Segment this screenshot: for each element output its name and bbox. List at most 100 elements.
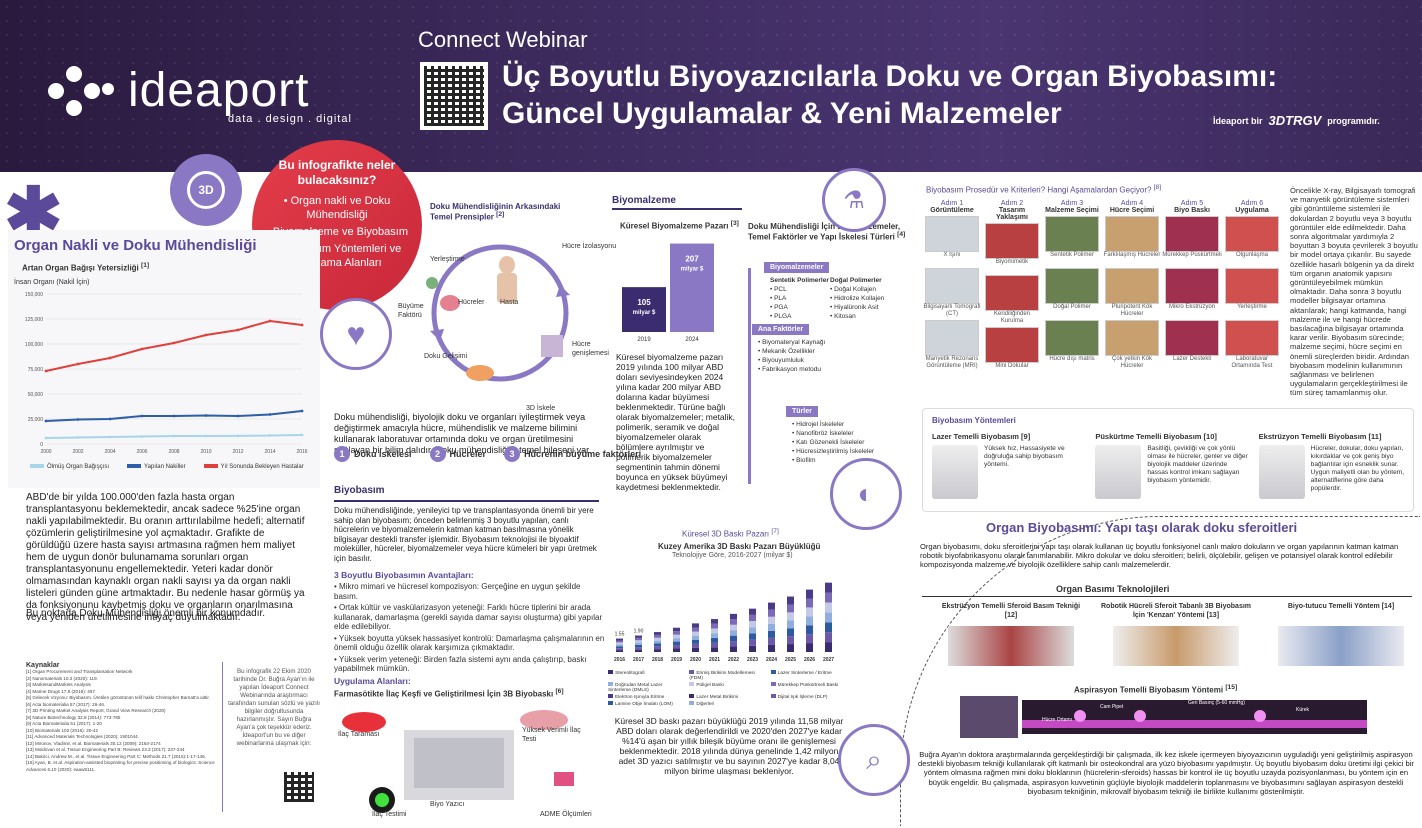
bar-segment [654,649,661,652]
x-tick-label: 2000 [40,449,51,455]
bar-segment [692,623,699,628]
bar-segment [825,582,832,593]
list-item: • Hidrojel İskeleler [792,421,845,428]
advantages-list: • Mikro mimari ve hücresel kompozisyon: … [334,582,606,676]
scaffold-title: Doku Mühendisliği İçin Biyomalzemeler, T… [748,222,906,242]
bar-segment [806,616,813,626]
bar-segment [635,649,642,652]
tab-types: Türler [786,406,818,417]
legend-item: Yıl Sonunda Bekleyen Hastalar [203,464,304,470]
bar-segment [616,650,623,652]
data-point [204,333,208,337]
reference-item: [9] Acta Biomaterialia 51 (2017): 1-20 [26,721,102,726]
tissue-title: Doku Mühendisliğinin Arkasındaki Temel P… [430,202,561,222]
bar-segment [654,632,661,635]
webinar-qr-code[interactable] [282,770,316,804]
data-point [204,434,208,438]
natural-list: Doğal Polimerler • Doğal Kollajen• Hidro… [830,277,885,320]
data-point [76,362,80,366]
tech-row: Ekstrüzyon Temelli Sferoid Basım Tekniği… [936,602,1416,668]
bar-segment [806,607,813,617]
logo-subtitle: data . design . digital [228,113,352,125]
divider [222,662,223,812]
step-image [1105,268,1159,304]
procedure-text: Öncelikle X-ray, Bilgisayarlı tomografi … [1290,186,1418,398]
bar-segment [635,640,642,643]
step-image [925,320,979,356]
tech-item: Biyo-tutucu Temelli Yöntem [14] [1266,602,1416,668]
data-point [300,433,304,437]
step-image-label: Kendiliğinden Kurulma [993,311,1031,324]
x-tick-label: 2016 [296,449,307,455]
list-item: • Kitosan [830,313,856,320]
data-point [268,319,272,323]
y-tick-label: 125,000 [25,317,43,323]
x-tick-label: 2027 [823,657,834,663]
bar-segment [787,628,794,637]
y-tick-label: 150,000 [25,292,43,298]
step-image-label: Mini Dokular [995,363,1029,369]
legend-item: Dijital Işık İşleme (DLP) [770,694,848,700]
list-item: • PCL [770,286,787,293]
asp-label: Hücre Ortamı [1042,717,1073,723]
types-list: • Hidrojel İskeleler• Nanofibröz İskelel… [792,420,874,465]
bar-segment [692,631,699,636]
diagram-label: 3D İskele [526,405,556,412]
qr-code[interactable] [420,62,488,130]
bar-segment [806,598,813,608]
step-image [925,216,979,252]
heart-icon: ♥ [320,298,392,370]
use-title: Uygulama Alanları: [334,676,411,686]
market-text: Küresel 3D baskı pazarı büyüklüğü 2019 y… [614,716,844,776]
synthetic-list: Sentetik Polimerler • PCL• PLA• PGA• PLG… [770,277,829,320]
info-item: • Organ nakli ve Doku Mühendisliği [283,195,391,221]
bar-segment [768,637,775,645]
bar-segment [768,602,775,610]
list-item: • Hiyalüronik Asit [830,304,879,311]
organ-text: Organ biyobasımı, doku sferoitlerini yap… [920,542,1399,570]
x-tick-label: 2017 [633,657,644,663]
step-image-label: Farklılaşmış Hücreler [1103,252,1161,258]
data-label: 1.55 [615,632,625,638]
bar-segment [825,642,832,652]
reference-item: [13] Moldovan et al. Tissue Engineering … [26,747,185,752]
3d-badge-icon: 3D [170,154,242,226]
ideaport-logo[interactable]: ideaport [48,66,309,116]
printer-icon [1258,445,1305,499]
step-image [1225,320,1279,356]
reference-item: [1] Organ Procurement and Transplantatio… [26,669,133,674]
header-banner [0,0,1422,172]
step-image-label: Mikro Ekstrüzyon [1168,304,1215,310]
bar-segment [787,636,794,645]
step-image [1225,216,1279,252]
bar-segment [749,633,756,640]
bar [670,243,714,332]
organ-title: Organ Biyobasımı: Yapı taşı olarak doku … [986,520,1298,535]
bar-value-label: 207 [685,255,699,264]
use-label: Biyo Yazıcı [430,801,465,808]
step-image [985,327,1039,363]
list-item: • Hücresizleştirilmiş İskeleler [792,448,875,455]
bioprint-header: Biyobasım [334,480,599,502]
step-image-label: Bilgisayarlı Tomografi (CT) [923,304,981,317]
bar-segment [673,641,680,646]
legend-item: Erimiş Birikimi Modellemesi (FDM) [689,670,755,681]
diagram-label: Büyüme Faktörü [398,303,424,319]
step-image-label: Çok yetkin Kök Hücreler [1111,356,1153,369]
method-title: Ekstrüzyon Temelli Biyobasım [11] [1258,432,1382,441]
data-point [236,328,240,332]
bar-segment [749,608,756,615]
use-label: ADME Ölçümleri [540,811,592,818]
list-item: • Doğal Kollajen [830,286,876,293]
x-tick-label: 2024 [685,337,699,343]
list-item: • Biyouyumluluk [758,357,804,364]
bar-segment [654,634,661,638]
step-image [1165,216,1219,252]
partner-credit: İdeaport bir 3DTRGV programıdır. [1213,113,1380,128]
use-label: İlaç Testimi [372,811,407,818]
biomat-header: Biyomalzeme [612,190,742,210]
